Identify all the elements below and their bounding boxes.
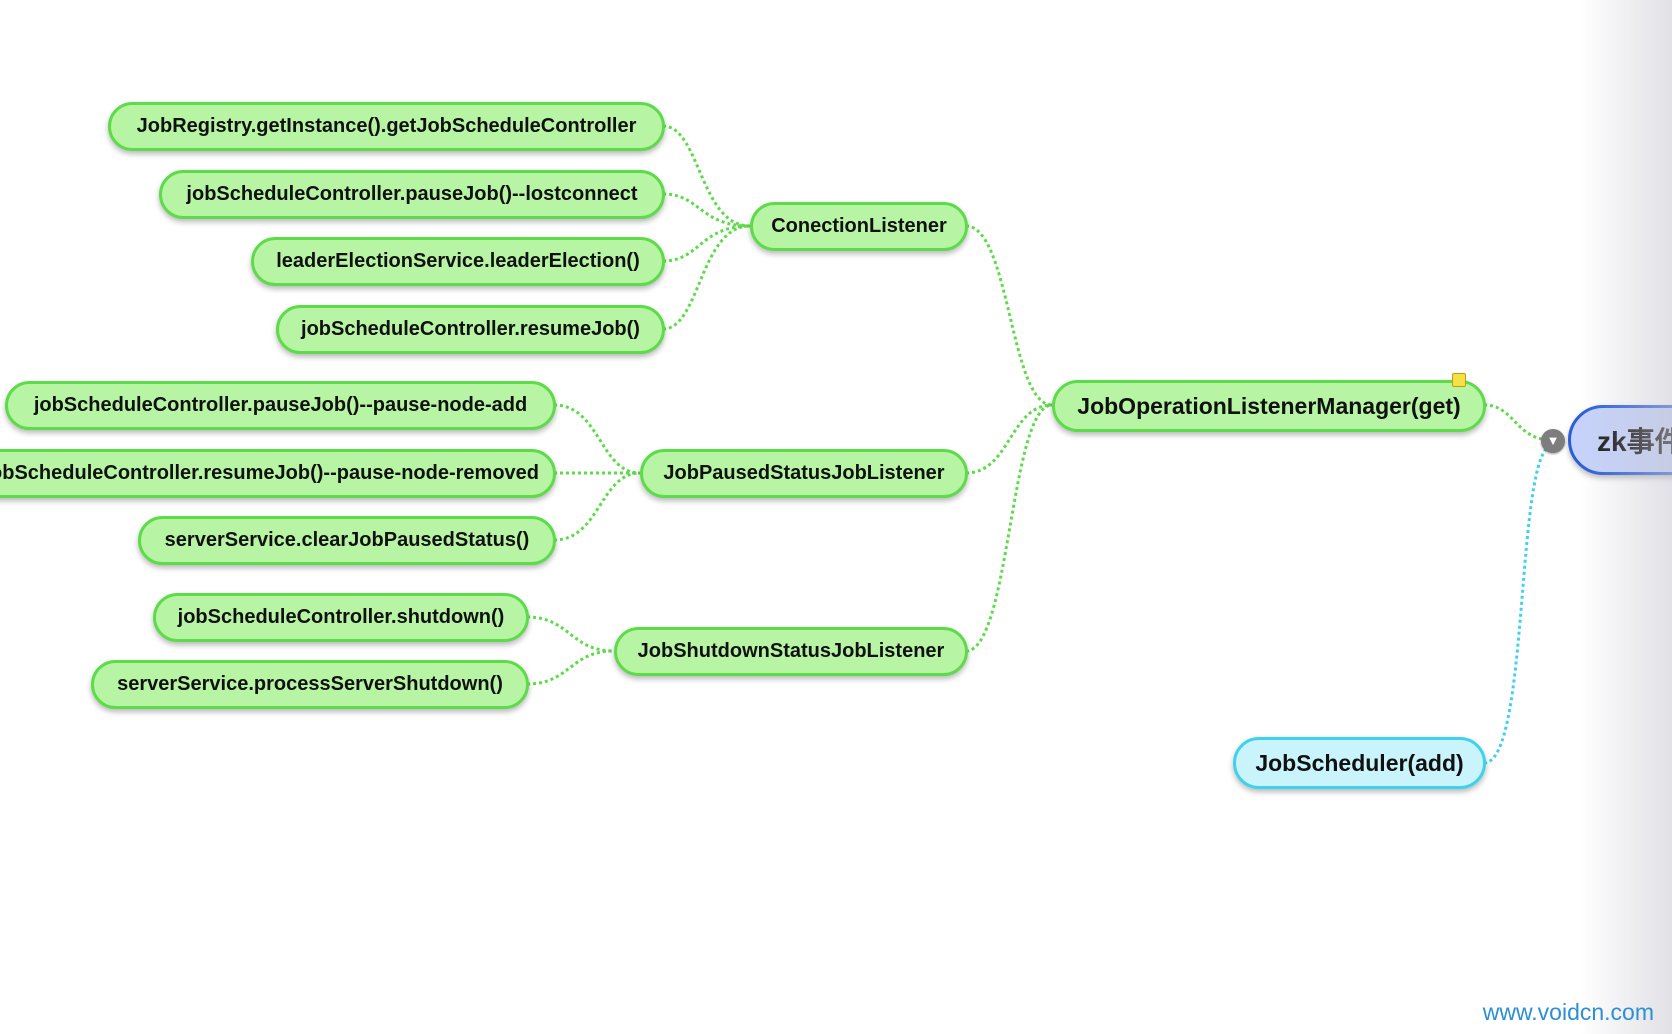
connector — [662, 224, 751, 331]
leaf-node[interactable]: jobScheduleController.pauseJob()--pause-… — [5, 381, 556, 430]
scheduler-node[interactable]: JobScheduler(add) — [1233, 737, 1486, 789]
root-node[interactable]: zk事件 — [1568, 405, 1672, 475]
connector — [662, 224, 751, 263]
leaf-node[interactable]: JobRegistry.getInstance().getJobSchedule… — [108, 102, 665, 151]
listener-node-paused[interactable]: JobPausedStatusJobListener — [640, 449, 968, 498]
leaf-node[interactable]: leaderElectionService.leaderElection() — [251, 237, 665, 286]
connector — [662, 192, 751, 228]
watermark: www.voidcn.com — [1482, 999, 1654, 1025]
connector — [1483, 443, 1553, 765]
connector — [526, 615, 615, 653]
leaf-node[interactable]: serverService.processServerShutdown() — [91, 660, 529, 709]
connector — [965, 403, 1053, 475]
note-marker-icon[interactable] — [1452, 373, 1466, 387]
listener-node-connection[interactable]: ConectionListener — [750, 202, 968, 251]
triangle-down-icon[interactable]: ▼ — [1541, 429, 1565, 453]
connector — [526, 649, 615, 686]
leaf-node[interactable]: serverService.clearJobPausedStatus() — [138, 516, 556, 565]
connector — [553, 471, 641, 542]
leaf-node[interactable]: jobScheduleController.resumeJob()--pause… — [0, 449, 556, 498]
connector — [965, 403, 1053, 653]
connector — [662, 124, 751, 228]
hub-node[interactable]: JobOperationListenerManager(get) — [1052, 380, 1486, 432]
connector — [553, 403, 641, 475]
leaf-node[interactable]: jobScheduleController.pauseJob()--lostco… — [159, 170, 665, 219]
leaf-node[interactable]: jobScheduleController.shutdown() — [153, 593, 529, 642]
leaf-node[interactable]: jobScheduleController.resumeJob() — [276, 305, 665, 354]
connector — [965, 224, 1053, 407]
listener-node-shutdown[interactable]: JobShutdownStatusJobListener — [614, 627, 968, 676]
